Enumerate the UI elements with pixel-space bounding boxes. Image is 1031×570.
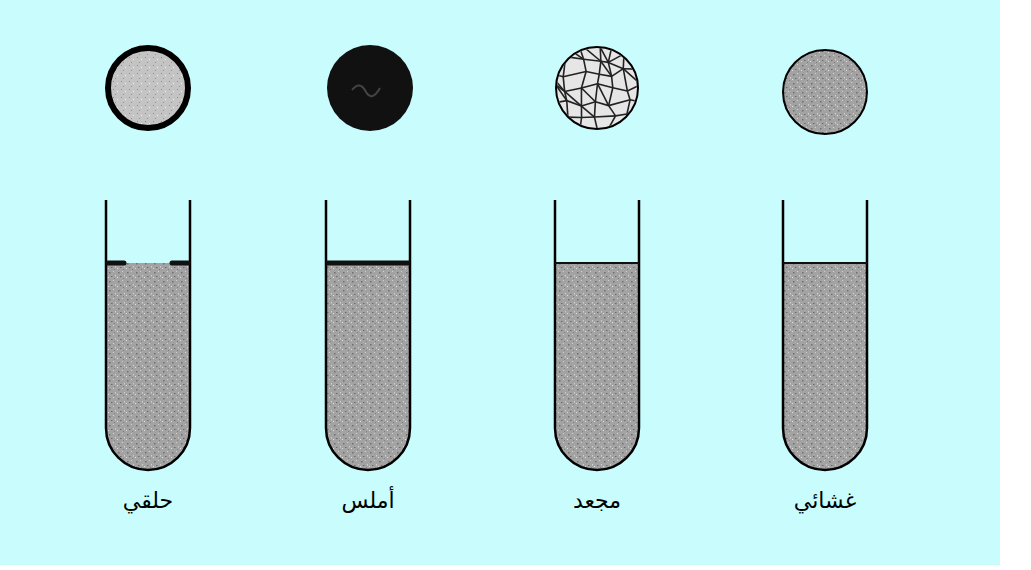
tube-label: مجعد (573, 488, 621, 513)
tube-label: حلقي (123, 488, 173, 513)
tube-outline (326, 200, 410, 470)
wrinkled-colony (556, 47, 638, 129)
smooth-colony (327, 45, 413, 131)
tube-outline (783, 200, 867, 470)
broth (555, 263, 639, 470)
broth (783, 263, 867, 470)
membranous-colony (783, 50, 867, 134)
test-tube (106, 200, 190, 470)
tube-label: غشائي (794, 488, 856, 513)
test-tube (555, 200, 639, 470)
broth (326, 263, 410, 470)
ring-colony (108, 48, 188, 128)
tube-outline (106, 200, 190, 470)
tube-label: أملس (341, 488, 394, 513)
test-tube (326, 200, 410, 470)
test-tube (783, 200, 867, 470)
tube-outline (555, 200, 639, 470)
broth (106, 263, 190, 470)
